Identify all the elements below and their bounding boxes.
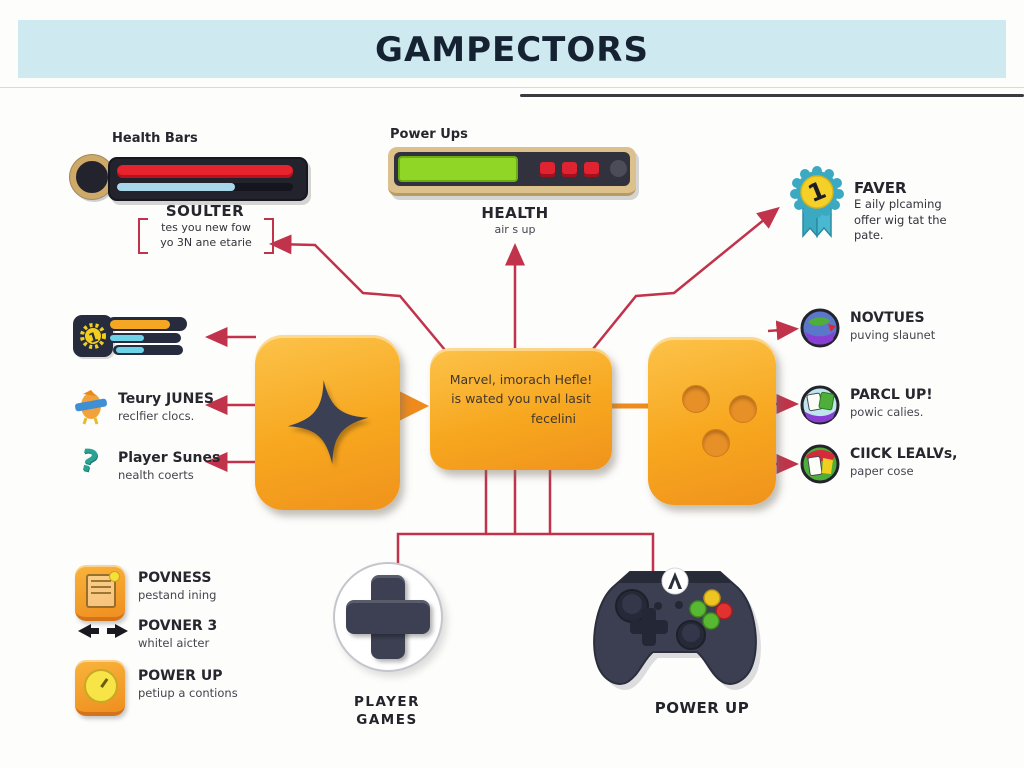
health-caption: SOULTER [165,202,245,220]
health-note: tes you new fow yo 3N ane etarie [138,218,274,254]
health-bar-track [117,183,293,191]
stat-fill-orange [110,319,170,329]
power-meter-green-bar [398,156,518,182]
item-subtitle: paper cose [850,464,914,478]
bottom-left-item-1: POVNESS pestand ining [138,570,216,602]
button-dot-2 [729,395,757,423]
card-message: Marvel, imorach Hefle! is wated you nval… [430,348,612,470]
page-title: GAMPECTORS [375,30,649,70]
svg-text:1: 1 [87,330,100,347]
divider-line-dark [520,94,1024,97]
stat-track-2 [107,333,181,343]
bottom-left-item-3: POWER UP petiup a contions [138,668,238,700]
health-bar-blue-fill [117,183,235,191]
left-item-2: Player Sunes nealth coerts [118,450,220,482]
message-line-2: is wated you nval lasit [451,391,591,407]
bracket-right [264,218,274,254]
title-band: GAMPECTORS [18,20,1006,78]
item-subtitle: puving slaunet [850,328,936,342]
health-note-line1: tes you new fow [161,221,251,234]
power-ups-label: Power Ups [390,127,468,142]
four-point-star-icon [287,379,369,465]
item-subtitle: powic calies. [850,405,924,419]
health-bar-widget [108,157,308,201]
stats-bars-icon: 1 [73,313,189,359]
right-item-1: NOVTUES puving slaunet [850,310,935,342]
bottom-left-item-2: POVNER 3 whitel aicter [138,618,217,650]
item-title: POVNER 3 [138,618,218,634]
item-subtitle: petiup a contions [138,686,238,700]
dpad-caption: PLAYER GAMES [330,693,444,729]
led-square-1 [540,162,555,177]
scroll-icon [800,444,840,484]
health-orb-icon [70,155,114,199]
item-title: POVNESS [138,570,212,586]
document-sketch-icon [75,565,125,621]
stat-fill-blue-2 [116,347,144,353]
power-caption: HEALTH [481,204,549,222]
item-subtitle: reclfier clocs. [118,409,195,423]
button-dot-1 [682,385,710,413]
dpad-cross-icon [333,562,443,672]
gamepad-caption: POWER UP [654,699,750,717]
power-meter-widget [388,147,636,196]
health-bar-red-fill [117,165,293,178]
award-ribbon-icon: 1 [790,166,844,238]
led-square-2 [562,162,577,177]
divider-line [0,87,1024,88]
bracket-left [138,218,148,254]
power-meter-screen [394,152,630,186]
button-dot-3 [702,429,730,457]
item-title: NOVTUES [850,310,925,326]
left-right-arrows-icon [78,622,128,644]
item-title: Player Sunes [118,450,221,466]
left-item-1: Teury JUNES reclfier clocs. [118,391,214,423]
badge-title: FAVER [854,179,907,197]
message-line-3: fecelini [531,410,576,426]
card-buttons [648,337,776,505]
item-title: POWER UP [138,668,223,684]
gamepad-icon [593,567,761,690]
cards-icon [800,385,840,425]
right-item-2: PARCL UP! powic calies. [850,387,933,419]
card-star [255,335,400,510]
creature-icon [75,390,107,425]
health-note-line2: yo 3N ane etarie [160,235,252,249]
led-square-3 [584,162,599,177]
message-line-1: Marvel, imorach Hefle! [449,372,593,387]
right-item-3: CIICK LEALVs, paper cose [850,446,958,478]
stat-fill-blue-1 [110,335,144,341]
power-meter-knob [610,160,627,177]
item-title: Teury JUNES [118,391,214,407]
stat-track-1 [107,317,187,331]
item-title: CIICK LEALVs, [850,446,958,462]
planet-icon [800,308,840,348]
item-subtitle: whitel aicter [138,636,210,650]
stat-track-3 [113,345,183,355]
dpad-caption-line2: GAMES [356,712,418,729]
clock-icon [75,660,125,716]
item-title: PARCL UP! [850,387,933,403]
power-note: air s up [494,223,536,236]
question-hook-icon: ? [76,442,102,481]
dpad-caption-line1: PLAYER [353,694,421,710]
badge-desc: E aily plcaming offer wig tat the pate. [854,197,947,243]
item-subtitle: pestand ining [138,588,217,602]
item-subtitle: nealth coerts [118,468,194,482]
health-bars-label: Health Bars [112,131,198,146]
